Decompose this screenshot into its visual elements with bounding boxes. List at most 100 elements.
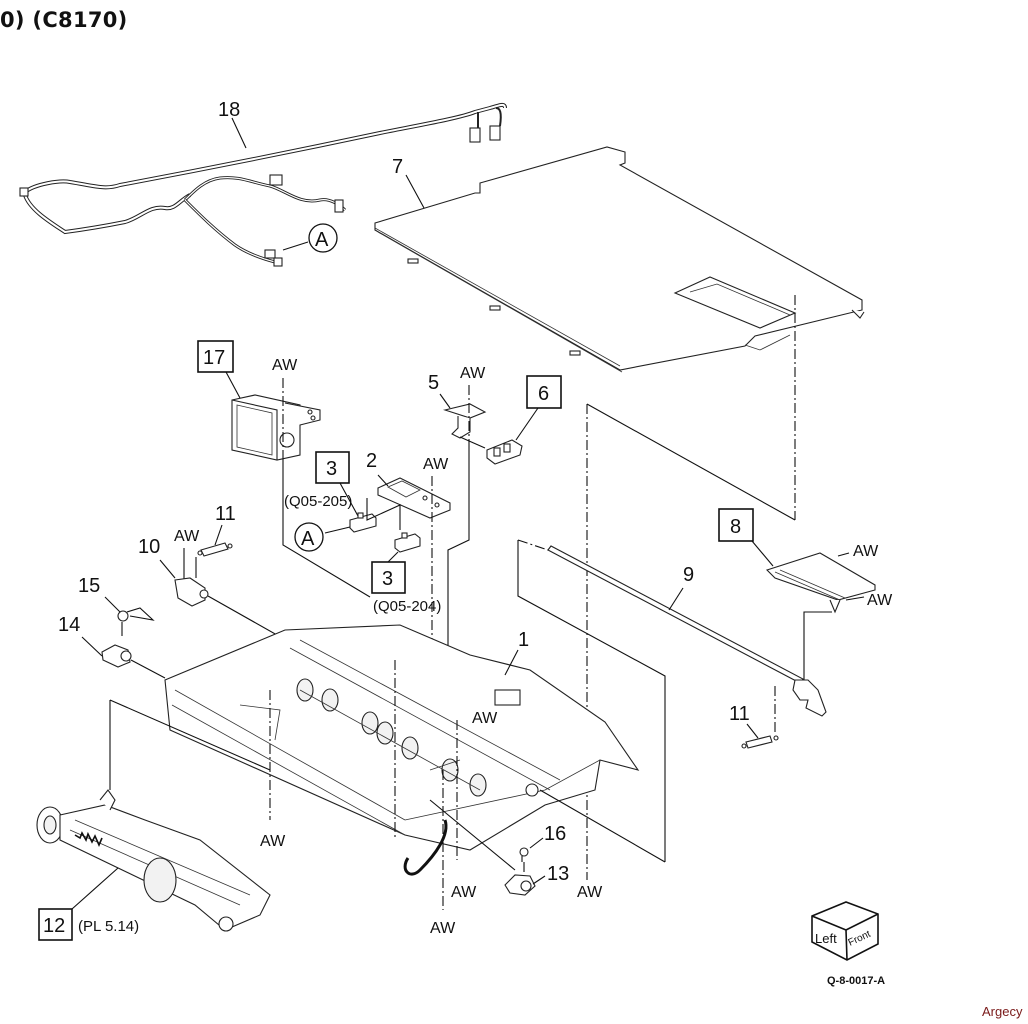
leader-3a	[339, 482, 359, 517]
sensor-part-3b[interactable]	[394, 532, 421, 553]
callout-17: 16	[544, 823, 566, 845]
screw-label-aw: AW	[577, 884, 603, 901]
callout-6: 6	[538, 383, 549, 405]
roller-part-11-right[interactable]	[741, 735, 779, 749]
wire-harness-part-18[interactable]	[19, 102, 507, 267]
screw-label-aw: AW	[174, 528, 200, 545]
leader-14	[532, 875, 546, 885]
connector-ref-a-top	[308, 223, 338, 253]
screw-label-aw: AW	[451, 884, 477, 901]
callout-8: 8	[730, 516, 741, 538]
callout-13: 17	[203, 347, 225, 369]
callout-2: 2	[366, 450, 377, 472]
leader-17	[529, 837, 544, 849]
leader-1	[504, 649, 519, 676]
leader-16	[104, 596, 121, 613]
orientation-cube: Left Front	[811, 901, 879, 961]
screw-label-aw: AW	[430, 920, 456, 937]
connector-ref-a-top-label: A	[315, 229, 329, 251]
callout-18: 18	[218, 99, 240, 121]
leader-9	[668, 587, 684, 611]
callout-10: 10	[138, 536, 160, 558]
solenoid-part-13[interactable]	[231, 394, 321, 461]
cube-left-label: Left	[815, 931, 837, 946]
callout-15: 14	[58, 614, 80, 636]
callout-1: 1	[518, 629, 529, 651]
guide-line	[586, 403, 796, 521]
bracket-part-5[interactable]	[442, 403, 487, 439]
callout-box-13	[197, 340, 234, 373]
callout-11-right: 11	[729, 703, 750, 725]
cover-plate-part-7[interactable]	[374, 146, 865, 373]
ref-pl-5-14: (PL 5.14)	[78, 918, 139, 935]
screw-label-aw: AW	[260, 833, 286, 850]
screw-label-aw: AW	[423, 456, 449, 473]
leader-13	[225, 371, 241, 399]
leader-11-right	[746, 723, 759, 739]
bearing-part-14[interactable]	[504, 874, 536, 896]
feed-assembly-part-12[interactable]	[36, 789, 271, 932]
guide-line	[517, 539, 549, 551]
spring-part-17[interactable]	[519, 847, 529, 862]
guide-line	[109, 699, 271, 771]
guide-line	[130, 659, 166, 679]
leader-aw	[837, 552, 850, 557]
callout-box-3a	[315, 451, 350, 484]
guide-line	[459, 436, 486, 449]
guide-line	[447, 440, 470, 690]
callout-box-3b	[371, 561, 406, 594]
leader-connector-a	[324, 526, 351, 534]
screw-label-aw: AW	[272, 357, 298, 374]
frame-assembly-part-1[interactable]	[164, 624, 640, 876]
callout-5: 5	[428, 372, 439, 394]
screw-axis	[183, 548, 197, 582]
bearing-part-15[interactable]	[101, 644, 132, 668]
callout-box-8	[718, 508, 754, 542]
leader-3b	[387, 551, 399, 563]
roller-part-11-left[interactable]	[197, 542, 233, 557]
callout-9: 9	[683, 564, 694, 586]
callout-14: 13	[547, 863, 569, 885]
callout-3a: 3	[326, 458, 337, 480]
connector-ref-a-bottom	[294, 522, 324, 552]
leader-11-left	[214, 524, 223, 546]
callout-16: 15	[78, 575, 100, 597]
guide-line	[366, 498, 401, 530]
sensor-part-6[interactable]	[486, 439, 523, 465]
leader-connector-a-top	[282, 241, 309, 251]
sensor-part-3a[interactable]	[349, 512, 377, 533]
guide-line	[803, 611, 832, 680]
guide-line	[517, 540, 666, 862]
screw-label-aw: AW	[867, 592, 893, 609]
leader-5	[439, 393, 451, 409]
callout-7: 7	[392, 156, 403, 178]
page-title: 0) (C8170)	[0, 8, 128, 32]
screw-label-aw: AW	[853, 543, 879, 560]
guide-line	[282, 460, 371, 598]
connector-ref-a-bottom-label: A	[301, 528, 315, 550]
leader-8	[751, 540, 774, 567]
screw-label-aw: AW	[460, 365, 486, 382]
callout-3b: 3	[382, 568, 393, 590]
leader-10	[159, 559, 176, 579]
bracket-part-10[interactable]	[174, 577, 209, 607]
shaft-part-9[interactable]	[547, 545, 827, 717]
callout-12: 12	[43, 915, 65, 937]
watermark: Argecy	[982, 1004, 1023, 1019]
leader-aw	[845, 596, 865, 601]
cover-part-8[interactable]	[765, 552, 876, 614]
screw-label-aw: AW	[472, 710, 498, 727]
spring-part-16[interactable]	[117, 607, 155, 622]
callout-box-6	[526, 375, 562, 409]
ref-q05-204: (Q05-204)	[373, 598, 441, 615]
diagram-id: Q-8-0017-A	[827, 975, 886, 987]
bracket-part-2[interactable]	[377, 477, 451, 519]
callout-box-12	[38, 908, 73, 941]
leader-6	[515, 407, 539, 441]
leader-18	[231, 117, 247, 149]
guide-line	[539, 789, 666, 863]
leader-2	[377, 474, 389, 487]
ref-q05-205: (Q05-205)	[284, 493, 352, 510]
leader-7	[405, 174, 425, 209]
